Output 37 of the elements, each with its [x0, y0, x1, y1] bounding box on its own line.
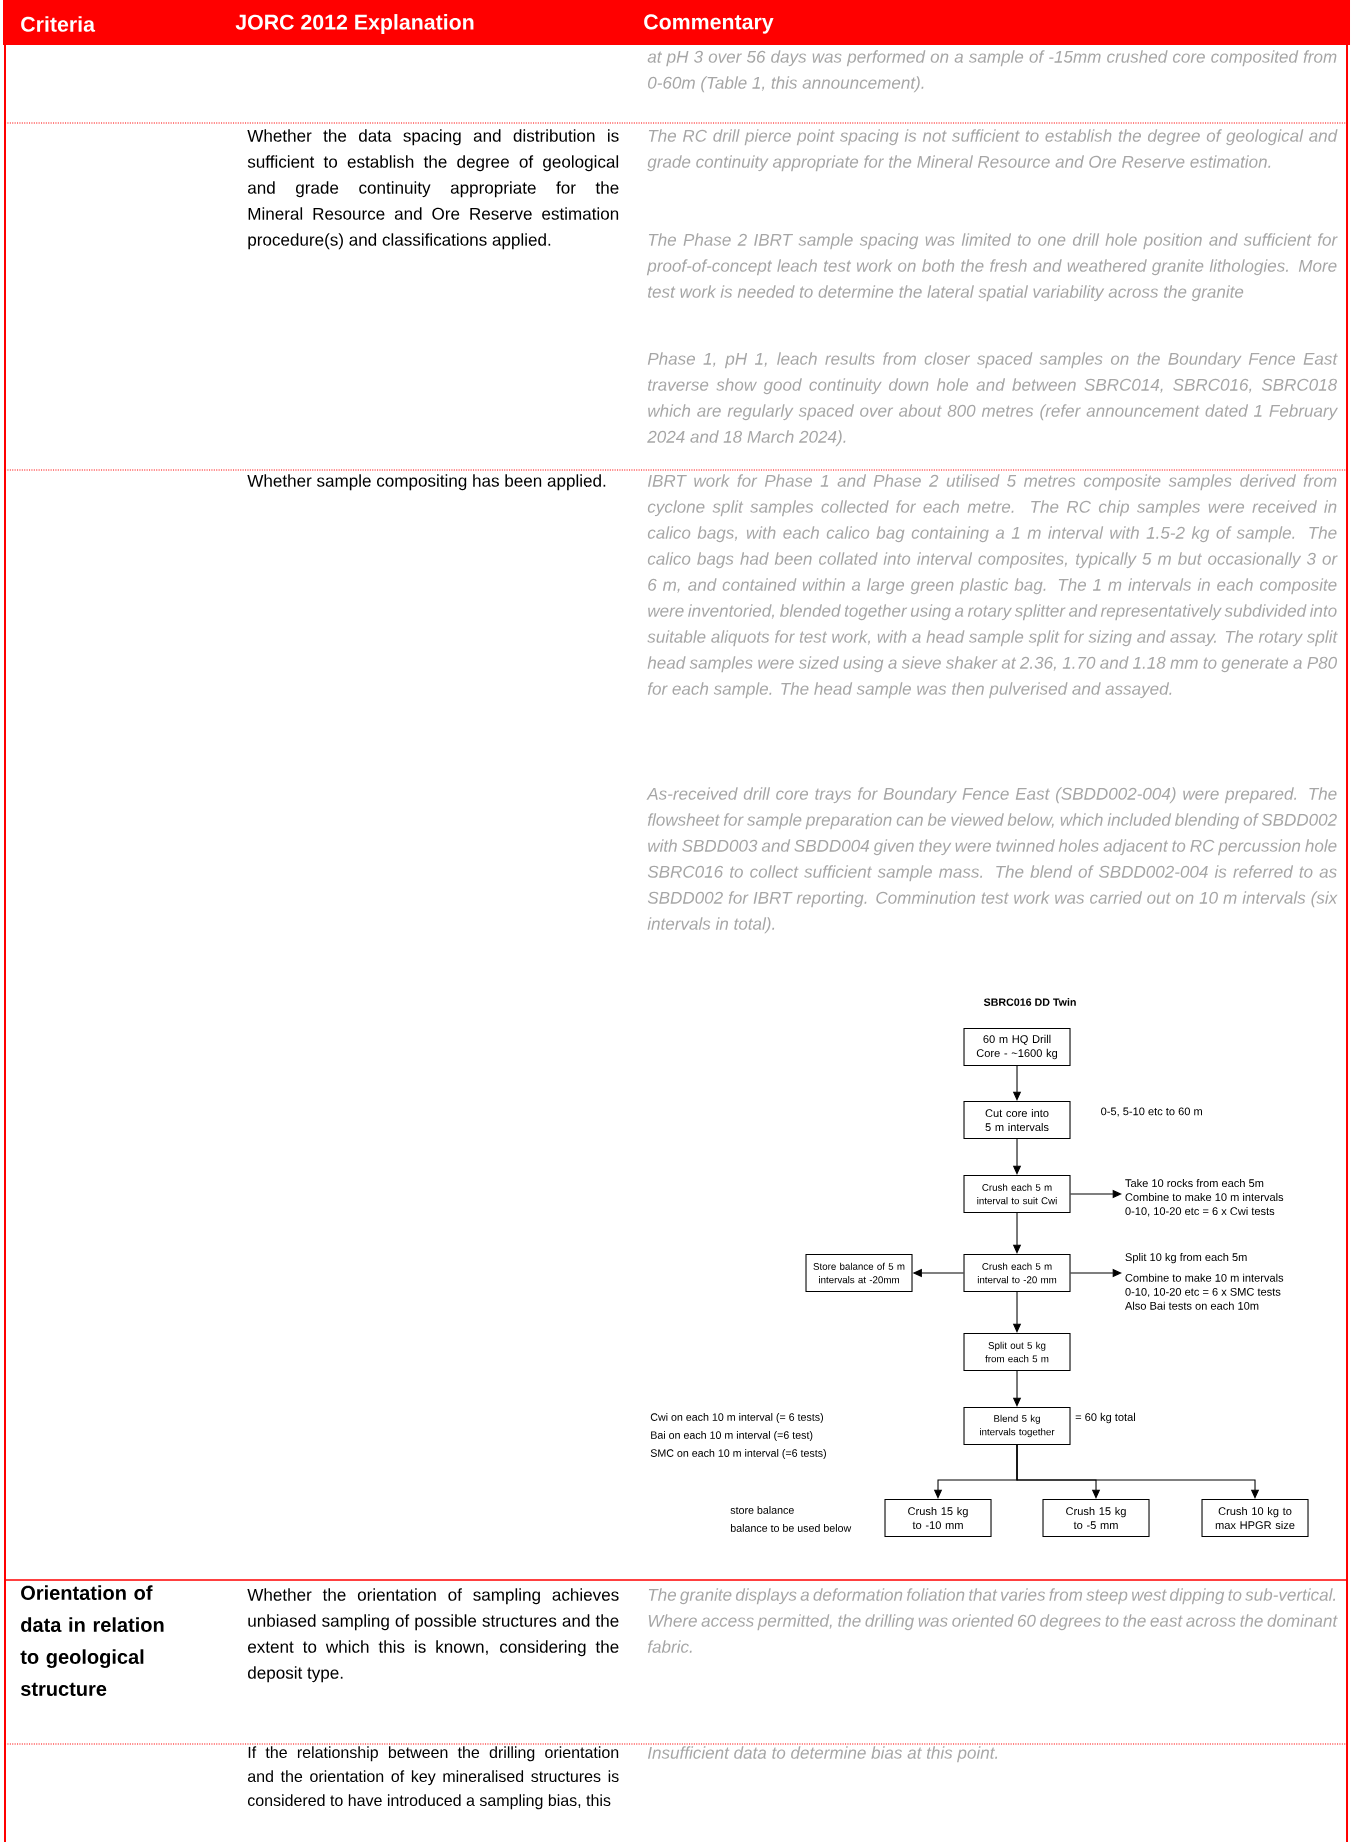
column-header: JORC 2012 Explanation	[235, 14, 474, 34]
process-box: Crush 15 kg to -10 mm	[884, 1499, 992, 1538]
annotation-text: Bai on each 10 m interval (=6 test)	[651, 1431, 813, 1441]
process-box: Crush 10 kg to max HPGR size	[1201, 1499, 1309, 1538]
arrow	[1016, 1444, 1260, 1499]
process-box: Split out 5 kg from each 5 m	[963, 1333, 1071, 1372]
explanation-text: Whether the data spacing and distribution is sufficient to establish the degree of geological and grade continuity appropriate for the Mineral Resource and Ore Reserve estimation procedure(s) and classifications applied.	[247, 129, 619, 250]
commentary-text: The granite displays a deformation foliation that varies from steep west dipping to sub-vertical. Where access permitted, the drilling was oriented 60 degrees to the east across the dominant fabric.	[647, 1588, 1338, 1653]
commentary-text: Insufficient data to determine bias at this point.	[647, 1746, 998, 1763]
explanation-text: Whether the orientation of sampling achieves unbiased sampling of possible structures and the extent to which this is known, considering the deposit type.	[247, 1588, 619, 1683]
flowchart-title: SBRC016 DD Twin	[983, 998, 1076, 1006]
annotation-text: Cwi on each 10 m interval (= 6 tests)	[650, 1413, 823, 1423]
process-box: 60 m HQ Drill Core - ~1600 kg	[963, 1027, 1071, 1067]
process-box: Store balance of 5 m intervals at -20mm	[805, 1253, 913, 1293]
commentary-text: The RC drill pierce point spacing is not sufficient to establish the degree of geological and grade continuity appropriate for the Mineral Resource and Ore Reserve estimation.	[647, 129, 1338, 172]
commentary-text: Phase 1, pH 1, leach results from closer spaced samples on the Boundary Fence East traverse show good continuity down hole and between SBRC014, SBRC016, SBRC018 which are regularly spaced over about 800 metres (refer announcement dated 1 February 2024 and 18 March 2024).	[647, 352, 1338, 447]
explanation-text: Whether sample compositing has been applied.	[247, 474, 606, 491]
criteria-text: Orientation of data in relation to geological structure	[20, 1585, 164, 1696]
annotation-text: balance to be used below	[730, 1524, 852, 1532]
process-box: Cut core into 5 m intervals	[963, 1101, 1071, 1140]
annotation-text: Split 10 kg from each 5m Combine to make 10 m intervals 0-10, 10-20 etc = 6 x SMC tests Also Bai tests on each 10m	[1124, 1252, 1284, 1310]
commentary-text: at pH 3 over 56 days was performed on a sample of -15mm crushed core composited from 0-60m (Table 1, this announcement).	[647, 50, 1337, 93]
annotation-text: 0-5, 5-10 etc to 60 m	[1101, 1107, 1202, 1117]
column-header: Commentary	[644, 14, 774, 34]
process-box: Crush each 5 m interval to suit Cwi	[963, 1175, 1071, 1214]
commentary-text: IBRT work for Phase 1 and Phase 2 utilised 5 metres composite samples derived from cyclone split samples collected for each metre. The RC chip samples were received in calico bags, with each calico bag containing a 1 m interval with 1.5-2 kg of sample. The calico bags had been collated into interval composites, typically 5 m but occasionally 3 or 6 m, and contained within a large green plastic bag. The 1 m intervals in each composite were inventoried, blended together using a rotary splitter and representatively subdivided into suitable aliquots for test work, with a head sample split for sizing and assay. The rotary split head samples were sized using a sieve shaker at 2.36, 1.70 and 1.18 mm to generate a P80 for each sample. The head sample was then pulverised and assayed.	[647, 474, 1338, 699]
annotation-text: SMC on each 10 m interval (=6 tests)	[650, 1449, 826, 1459]
column-header: Criteria	[21, 16, 96, 32]
annotation-text: Take 10 rocks from each 5m Combine to make 10 m intervals 0-10, 10-20 etc = 6 x Cwi tests	[1125, 1178, 1284, 1217]
commentary-text: The Phase 2 IBRT sample spacing was limited to one drill hole position and sufficient for proof-of-concept leach test work on both the fresh and weathered granite lithologies. More test work is needed to determine the lateral spatial variability across the granite	[646, 233, 1338, 302]
commentary-text: As-received drill core trays for Boundary Fence East (SBDD002-004) were prepared. The flowsheet for sample preparation can be viewed below, which included blending of SBDD002 with SBDD003 and SBDD004 given they were twinned holes adjacent to RC percussion hole SBRC016 to collect sufficient sample mass. The blend of SBDD002-004 is referred to as SBDD002 for IBRT reporting. Comminution test work was carried out on 10 m intervals (six intervals in total).	[646, 787, 1338, 934]
annotation-text: store balance	[730, 1506, 794, 1514]
process-box: Crush 15 kg to -5 mm	[1042, 1499, 1150, 1538]
annotation-text: = 60 kg total	[1075, 1412, 1135, 1424]
process-box: Crush each 5 m interval to -20 mm	[963, 1253, 1071, 1293]
explanation-text: If the relationship between the drilling orientation and the orientation of key mineralised structures is considered to have introduced a sampling bias, this	[247, 1746, 619, 1810]
process-box: Blend 5 kg intervals together	[963, 1407, 1071, 1446]
